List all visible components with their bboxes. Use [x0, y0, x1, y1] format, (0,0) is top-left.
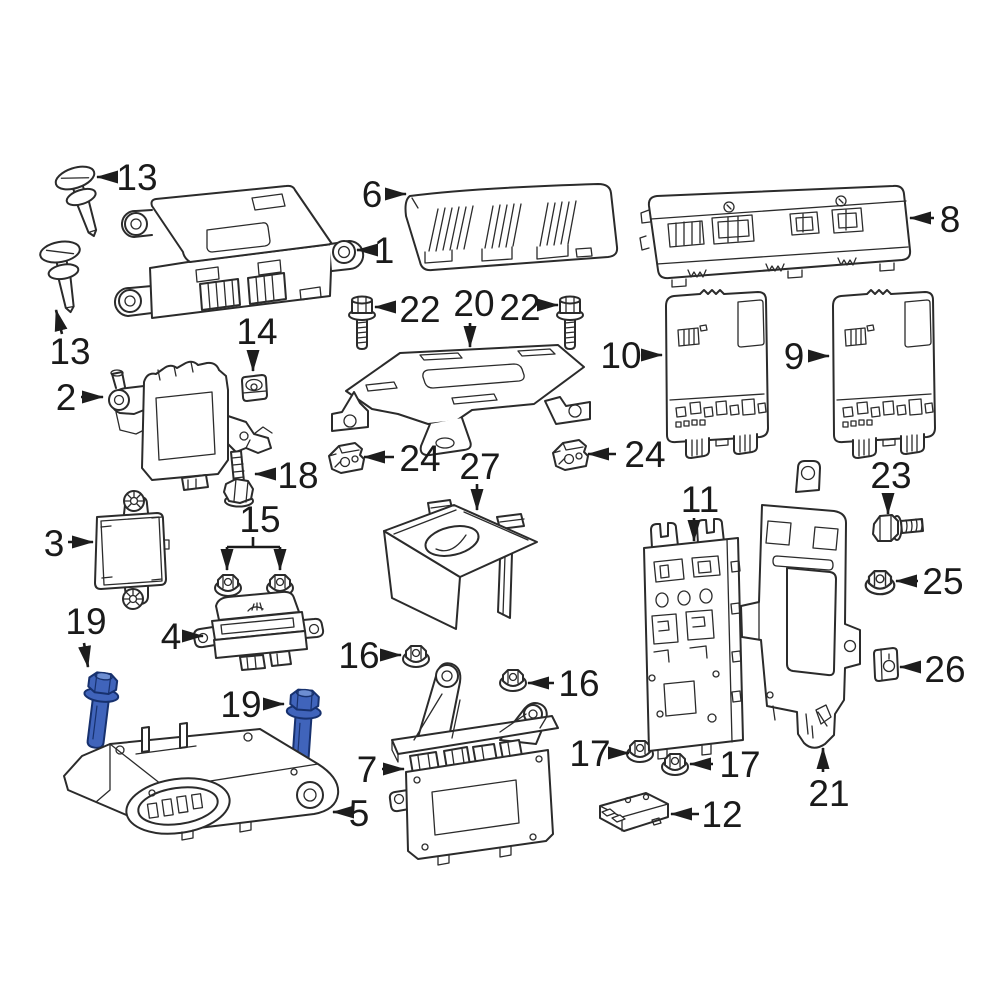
- part-21-bracket: [740, 460, 861, 749]
- nut-14: [241, 374, 268, 402]
- callout-label-11: 11: [681, 479, 719, 520]
- part-1-control-module: [113, 184, 365, 319]
- bolt-23: [872, 514, 924, 542]
- part-20-bracket: [331, 344, 591, 457]
- clip-24: [328, 442, 365, 474]
- part-5-module: [63, 722, 340, 841]
- callout-label-24: 24: [624, 434, 665, 475]
- callout-label-22: 22: [399, 289, 440, 330]
- part-4-module: [192, 590, 325, 671]
- callout-label-19: 19: [220, 684, 261, 725]
- callout-label-15: 15: [239, 499, 280, 540]
- callout-label-20: 20: [453, 283, 494, 324]
- callout-label-7: 7: [357, 749, 378, 790]
- callout-label-22: 22: [499, 287, 540, 328]
- clip-24: [552, 439, 589, 471]
- callout-label-3: 3: [44, 523, 65, 564]
- part-12-module: [599, 792, 669, 832]
- callout-label-25: 25: [922, 561, 963, 602]
- part-7-module-bracket: [388, 662, 559, 866]
- callout-label-13: 13: [116, 157, 157, 198]
- callout-label-21: 21: [808, 773, 849, 814]
- bolt-18: [223, 450, 254, 508]
- part-6-cover: [404, 183, 619, 272]
- callout-label-17: 17: [569, 733, 610, 774]
- callout-arrow: [54, 309, 68, 335]
- callout-label-14: 14: [236, 311, 277, 352]
- part-2-module: [108, 360, 273, 491]
- clip-26: [873, 647, 899, 682]
- nut-16: [402, 645, 430, 668]
- part-8-module: [639, 184, 912, 288]
- push-pin-retainer: [51, 161, 114, 244]
- callout-label-10: 10: [600, 335, 641, 376]
- callout-label-16: 16: [338, 635, 379, 676]
- callout-label-12: 12: [701, 794, 742, 835]
- part-27-cover: [383, 499, 538, 630]
- nut-25: [864, 569, 896, 596]
- nut-17: [661, 753, 689, 776]
- part-11-module: [643, 518, 744, 760]
- nut-15: [214, 574, 242, 597]
- callout-label-27: 27: [459, 446, 500, 487]
- callout-label-17: 17: [719, 744, 760, 785]
- callout-arrow: [78, 642, 91, 668]
- callout-label-6: 6: [362, 174, 383, 215]
- callout-label-26: 26: [924, 649, 965, 690]
- part-9-module: [832, 289, 936, 459]
- nut-16: [499, 669, 527, 692]
- bolt-19-blue: [77, 669, 122, 751]
- bolt-22: [348, 295, 376, 350]
- parts-layer: [37, 161, 936, 866]
- callout-label-23: 23: [870, 455, 911, 496]
- callout-label-1: 1: [374, 230, 395, 271]
- callout-label-2: 2: [56, 377, 77, 418]
- callout-label-18: 18: [277, 455, 318, 496]
- push-pin-retainer: [37, 237, 92, 317]
- callout-label-24: 24: [399, 438, 440, 479]
- callout-label-4: 4: [161, 616, 182, 657]
- callout-label-16: 16: [558, 663, 599, 704]
- callout-label-19: 19: [65, 601, 106, 642]
- bolt-22: [556, 295, 584, 350]
- callout-label-13: 13: [49, 331, 90, 372]
- part-10-module: [665, 289, 769, 459]
- callout-label-9: 9: [784, 336, 805, 377]
- part-3-module: [94, 490, 170, 610]
- callout-label-5: 5: [349, 793, 370, 834]
- callout-label-8: 8: [940, 199, 961, 240]
